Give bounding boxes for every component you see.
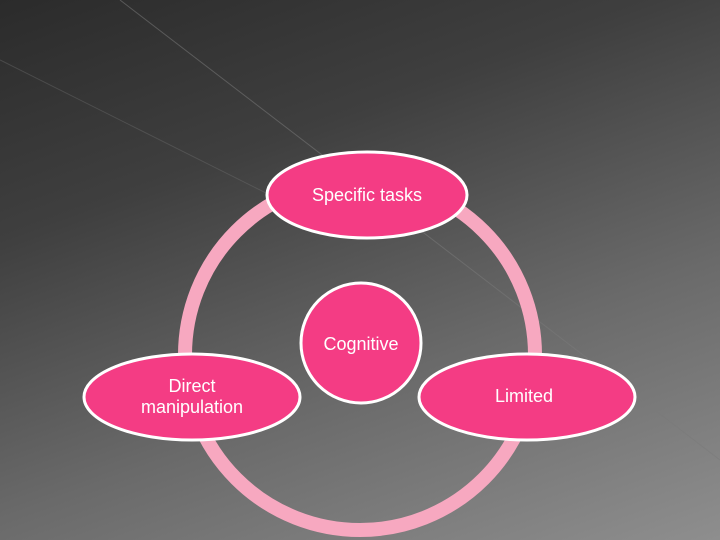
label-specific-tasks: Specific tasks <box>311 184 423 205</box>
node-limited <box>417 352 637 442</box>
bg-diagonal-line <box>0 59 301 211</box>
label-direct-manipulation: Direct manipulation <box>140 376 244 417</box>
label-cognitive: Cognitive <box>323 333 399 354</box>
node-cognitive <box>299 281 423 405</box>
node-specific-tasks <box>265 150 469 240</box>
node-direct-manipulation <box>82 352 302 442</box>
label-limited: Limited <box>494 385 554 406</box>
